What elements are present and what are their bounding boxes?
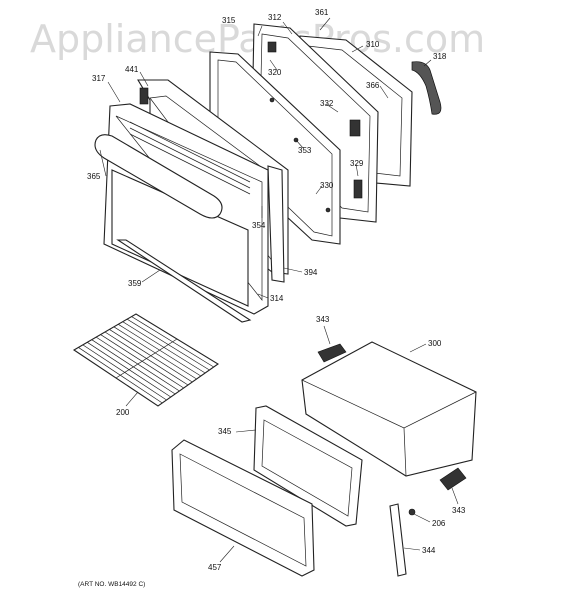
liner-hinge-slot <box>139 87 149 105</box>
door-bottom-trim <box>116 239 252 323</box>
art-number: (ART NO. WB14492 C) <box>78 581 145 588</box>
handle-grip-part <box>411 61 442 115</box>
leader-lines <box>99 17 459 563</box>
door-handle-part <box>94 134 223 219</box>
drawer-front-panel <box>171 439 315 577</box>
part-label-332: 332 <box>320 99 334 108</box>
door-vent-slots <box>129 121 251 195</box>
part-label-206: 206 <box>432 519 446 528</box>
part-label-200: 200 <box>116 408 130 417</box>
part-label-359: 359 <box>128 279 142 288</box>
part-label-314: 314 <box>270 294 284 303</box>
part-label-457: 457 <box>208 563 222 572</box>
part-label-320: 320 <box>268 68 282 77</box>
part-label-300: 300 <box>428 339 442 348</box>
hinge-bracket-upper <box>267 41 277 53</box>
rack-cross-wire <box>115 338 178 379</box>
oven-rack-part <box>72 313 220 407</box>
side-trim-strip <box>267 165 285 283</box>
drawer-inner-panel <box>253 405 363 527</box>
drawer-slide-rail <box>389 503 407 577</box>
part-label-353: 353 <box>298 146 312 155</box>
part-label-344: 344 <box>422 546 436 555</box>
storage-drawer-body <box>301 341 477 477</box>
part-label-354: 354 <box>252 221 266 230</box>
door-latch-bracket <box>353 179 363 199</box>
part-label-394: 394 <box>304 268 318 277</box>
part-label-343-upper: 343 <box>316 315 330 324</box>
part-label-365: 365 <box>87 172 101 181</box>
part-label-312: 312 <box>268 13 282 22</box>
part-label-310: 310 <box>366 40 380 49</box>
part-label-317: 317 <box>92 74 106 83</box>
part-label-329: 329 <box>350 159 364 168</box>
part-label-345: 345 <box>218 427 232 436</box>
drawer-screw <box>408 508 416 516</box>
drawer-glide-upper <box>317 343 347 363</box>
part-label-366: 366 <box>366 81 380 90</box>
part-label-441: 441 <box>125 65 139 74</box>
part-labels: 361 312 315 310 318 320 441 317 366 332 … <box>87 8 466 572</box>
rack-wires <box>78 316 214 404</box>
part-label-315: 315 <box>222 16 236 25</box>
drawer-glide-lower <box>439 467 467 491</box>
hinge-bracket-lower <box>349 119 361 137</box>
part-label-343-lower: 343 <box>452 506 466 515</box>
part-label-318: 318 <box>433 52 447 61</box>
part-label-361: 361 <box>315 8 329 17</box>
part-label-330: 330 <box>320 181 334 190</box>
